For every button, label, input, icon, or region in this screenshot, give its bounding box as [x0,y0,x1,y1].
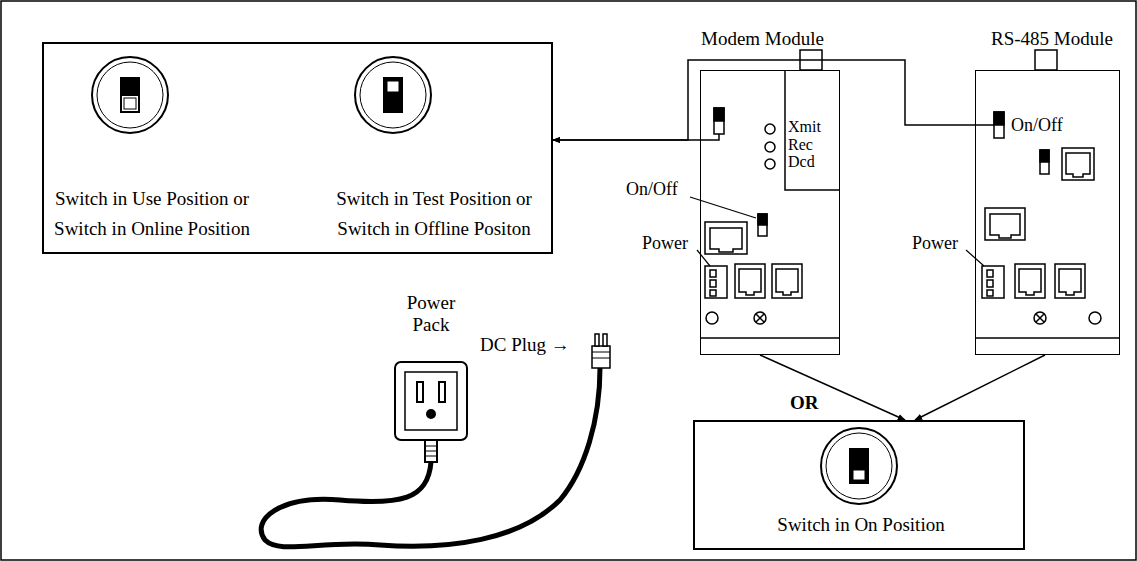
part-label: Power Pack [388,292,474,336]
power-cord [261,368,600,547]
rs485-internals [975,50,1120,338]
modem-module: Modem Module [700,70,840,355]
node-text: Switch in Test Position or Switch in Off… [316,184,552,244]
port-label: Power [912,232,958,254]
part-label: DC Plug → [480,334,570,356]
modem-internals [700,50,840,338]
or-note: OR [790,392,819,414]
on-position-box: Switch in On Position [693,420,1025,550]
power-pack [395,362,467,462]
led-label: Xmit [788,118,821,135]
switch-icon [92,57,897,504]
legend-box: Switch in Use Position or Switch in Onli… [42,42,553,254]
led-label: Dcd [788,153,815,170]
connector [915,355,1045,420]
connector [553,60,975,140]
leader-line [690,197,984,266]
node-text: Switch in Use Position or Switch in Onli… [46,184,258,244]
led-label: Rec [788,136,813,153]
module-title: RS-485 Module [991,27,1113,51]
switch-label: On/Off [1011,114,1063,136]
node-text: Switch in On Position [695,510,1027,540]
module-title: Modem Module [701,27,824,51]
switch-label: On/Off [626,178,678,200]
port-label: Power [642,232,688,254]
dc-plug [592,334,610,368]
connector [760,355,905,420]
rs485-module: RS-485 Module [975,70,1120,355]
